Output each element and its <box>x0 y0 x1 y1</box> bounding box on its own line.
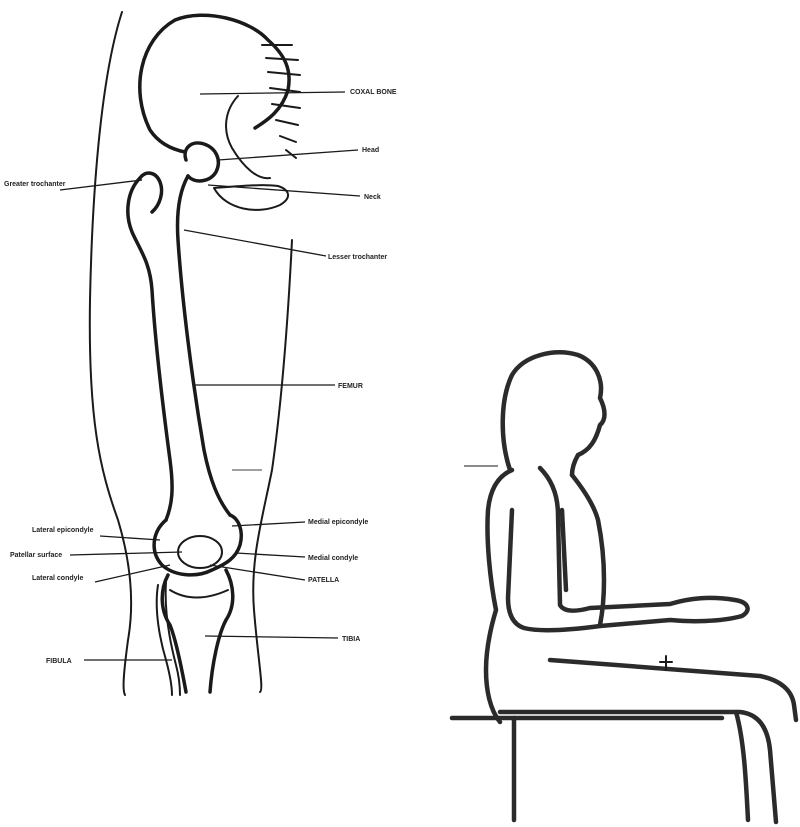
patella <box>178 536 222 568</box>
figure-inner-arm <box>562 510 566 590</box>
label-femur: FEMUR <box>338 383 363 390</box>
label-lesser-trochanter: Lesser trochanter <box>328 254 387 261</box>
label-greater-trochanter: Greater trochanter <box>4 181 66 188</box>
label-head: Head <box>362 147 379 154</box>
leg-outline-left <box>90 12 131 695</box>
label-patella: PATELLA <box>308 577 339 584</box>
anatomy-labels: COXAL BONE Head Neck Greater trochanter … <box>4 89 397 665</box>
coxal-bone <box>140 15 289 152</box>
femur-shaft-medial <box>177 176 230 515</box>
label-fibula: FIBULA <box>46 658 72 665</box>
label-patellar-surface: Patellar surface <box>10 552 62 559</box>
fibula <box>157 582 180 695</box>
label-medial-epicondyle: Medial epicondyle <box>308 519 368 526</box>
greater-trochanter <box>140 173 162 212</box>
figure-head <box>503 352 605 475</box>
coxal-bone-inner <box>214 96 288 210</box>
label-tibia: TIBIA <box>342 636 360 643</box>
figure-arm <box>508 468 748 630</box>
label-neck: Neck <box>364 194 381 201</box>
label-medial-condyle: Medial condyle <box>308 555 358 562</box>
sacrum <box>262 45 300 158</box>
femur-shaft <box>128 178 172 520</box>
figure-thigh-bottom <box>500 712 776 822</box>
label-lateral-condyle: Lateral condyle <box>32 575 83 582</box>
figure-lower-leg <box>736 712 748 820</box>
tibia <box>162 570 233 692</box>
tibia-upper-surface <box>170 590 228 598</box>
seated-figure <box>232 352 796 822</box>
figure-chest <box>572 475 604 625</box>
femur-head <box>185 143 218 181</box>
label-coxal-bone: COXAL BONE <box>350 89 397 96</box>
leg-skeleton-diagram <box>90 12 300 695</box>
label-lateral-epicondyle: Lateral epicondyle <box>32 527 94 534</box>
leg-outline-right <box>253 240 292 692</box>
